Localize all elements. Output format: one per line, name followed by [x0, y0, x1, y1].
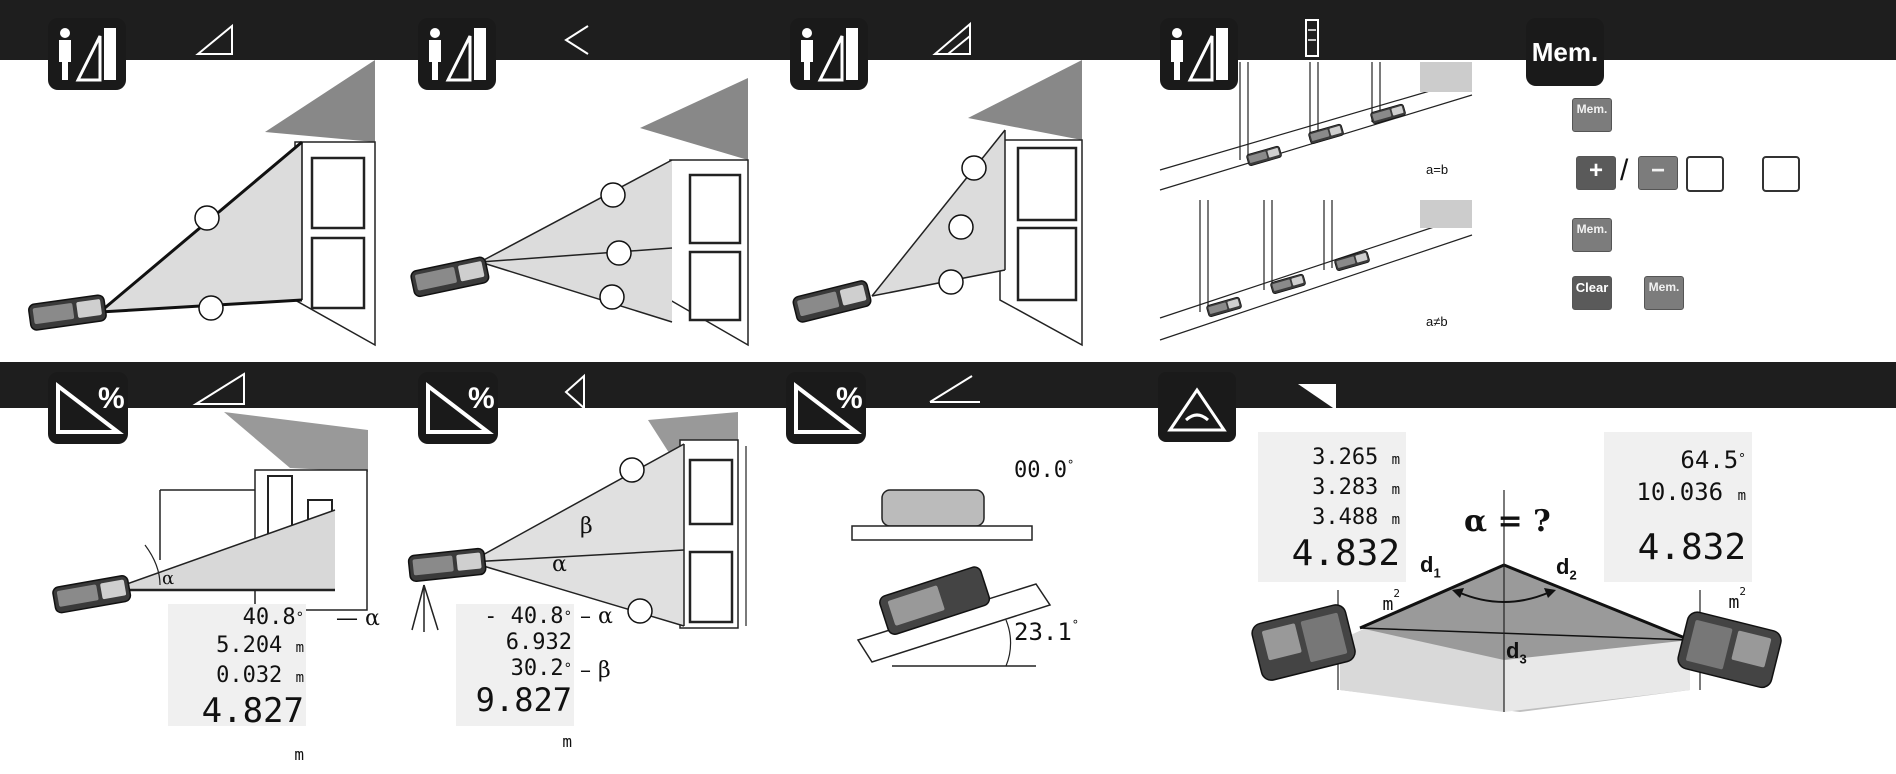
tilt-1-angle: 40.8	[243, 605, 296, 630]
plus-key[interactable]: +	[1576, 156, 1616, 190]
tilt-value: 23.1	[1014, 618, 1072, 646]
left-v1: 3.265	[1312, 445, 1378, 470]
beta-symbol: β	[598, 658, 611, 683]
triangle-left-display: 3.265 m 3.283 m 3.488 m 4.832 m2	[1262, 444, 1400, 625]
tilt-1-result: 4.827	[202, 691, 304, 731]
right-unit: m	[1738, 488, 1746, 504]
left-sup: 2	[1393, 587, 1400, 600]
mem-key-label: Mem.	[1577, 102, 1608, 116]
mem-title: Mem.	[1532, 37, 1598, 68]
tilt-2-d1: 6.932	[506, 630, 572, 655]
d3-letter: d	[1506, 638, 1519, 663]
d2-sub: 2	[1569, 567, 1576, 582]
mem-key-3[interactable]: Mem.	[1644, 276, 1684, 310]
memory-slot-1	[1686, 156, 1724, 192]
label-d2: d2	[1556, 554, 1577, 582]
left-unit: m	[1392, 452, 1400, 468]
tilt-2-angle-a: - 40.8	[484, 604, 563, 629]
right-sup: 2	[1739, 585, 1746, 598]
tilt-1-display: 40.8° 5.204 m 0.032 m 4.827 m	[176, 604, 304, 774]
label-d3: d3	[1506, 638, 1527, 666]
label-a-equal-b: a=b	[1426, 162, 1448, 177]
tilt-2-angle-b: 30.2	[511, 656, 564, 681]
panel-pythagoras-3	[792, 60, 1082, 345]
label-d1: d1	[1420, 552, 1441, 580]
left-unit: m	[1383, 594, 1394, 615]
tilt-2-beta-in-drawing: β	[580, 514, 593, 539]
mem-key-label: Mem.	[1577, 222, 1608, 236]
tilt-2-unit: m	[562, 732, 572, 751]
plus-minus-separator: /	[1620, 154, 1628, 188]
left-v2: 3.283	[1312, 475, 1378, 500]
mem-key-2[interactable]: Mem.	[1572, 218, 1612, 252]
top-band	[0, 0, 1896, 60]
tilt-1-alpha-in-drawing: α	[162, 568, 174, 589]
tilt-1-unit: m	[294, 745, 304, 764]
panel-pythagoras-2	[410, 78, 748, 345]
left-unit: m	[1392, 482, 1400, 498]
right-unit: m	[1729, 592, 1740, 613]
tilt-2-alpha-in-drawing: α	[552, 552, 567, 577]
tilt-2-alpha-label: – α	[580, 604, 613, 629]
tilt-1-d1: 5.204	[216, 633, 282, 658]
panel-pythagoras-1	[28, 60, 375, 345]
tilt-2-deg: °	[564, 661, 572, 677]
mem-title-icon: Mem.	[1526, 18, 1604, 86]
tilt-2-deg: °	[564, 609, 572, 625]
panel-tilt-2	[408, 412, 746, 726]
tilt-3-readout-tilt: 23.1°	[1014, 618, 1079, 646]
tilt-2-result: 9.827	[476, 681, 572, 719]
alpha-symbol: α	[598, 604, 613, 629]
panel-stakeout	[1160, 62, 1472, 340]
right-deg: °	[1738, 452, 1746, 467]
right-angle: 64.5	[1680, 446, 1738, 474]
mem-key-1[interactable]: Mem.	[1572, 98, 1612, 132]
left-result: 4.832	[1292, 533, 1400, 574]
clear-key[interactable]: Clear	[1572, 276, 1612, 310]
flat-value: 00.0	[1014, 458, 1067, 483]
triangle-right-display: 64.5° 10.036 m 4.832 m2	[1608, 444, 1746, 625]
tilt-2-display: - 40.8° 6.932 30.2° 9.827 m	[460, 604, 572, 760]
minus-key-label: −	[1651, 157, 1665, 185]
right-dist: 10.036	[1636, 478, 1723, 506]
clear-key-label: Clear	[1576, 280, 1609, 295]
left-v3: 3.488	[1312, 505, 1378, 530]
tilt-1-alpha-label: — α	[336, 606, 380, 631]
tilt-1-unit: m	[296, 640, 304, 656]
tilt-deg: °	[1072, 618, 1079, 632]
mem-key-label: Mem.	[1649, 280, 1680, 294]
tilt-2-beta-label: – β	[580, 658, 611, 683]
d1-sub: 1	[1433, 565, 1440, 580]
plus-key-label: +	[1589, 157, 1603, 185]
alpha-question: α = ?	[1464, 504, 1551, 539]
tilt-1-unit: m	[296, 670, 304, 686]
memory-slot-2	[1762, 156, 1800, 192]
minus-key[interactable]: −	[1638, 156, 1678, 190]
d1-letter: d	[1420, 552, 1433, 577]
flat-deg: °	[1067, 458, 1074, 472]
d3-sub: 3	[1519, 651, 1526, 666]
tilt-1-d2: 0.032	[216, 663, 282, 688]
left-unit: m	[1392, 512, 1400, 528]
d2-letter: d	[1556, 554, 1569, 579]
right-result: 4.832	[1638, 527, 1746, 568]
label-a-not-equal-b: a≠b	[1426, 314, 1448, 329]
tilt-1-deg: °	[296, 610, 304, 626]
alpha-symbol: α	[365, 606, 380, 631]
tilt-3-readout-flat: 00.0°	[1014, 458, 1074, 483]
